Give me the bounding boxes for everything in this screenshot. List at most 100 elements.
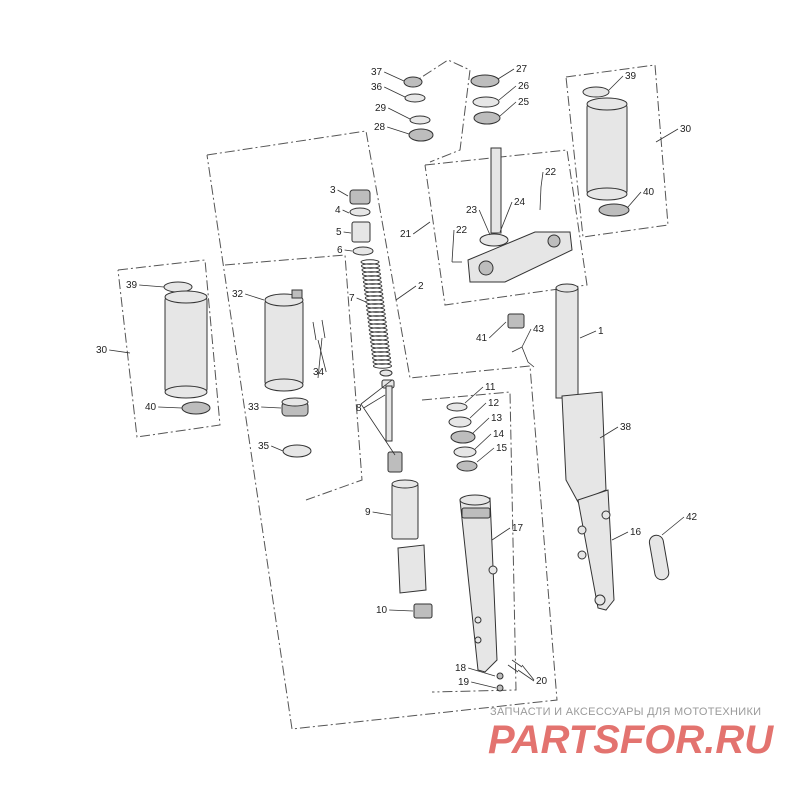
leader-c9	[372, 511, 392, 516]
leader-c33	[261, 406, 282, 409]
leader-c6	[344, 249, 353, 252]
reflector-42	[648, 534, 670, 581]
leader-c19	[471, 681, 497, 689]
lower-bracket-23	[467, 231, 573, 283]
leader-extra-0	[317, 337, 323, 379]
callout-c9: 9	[365, 507, 371, 518]
leader-c2	[395, 285, 417, 301]
leader-c5	[343, 231, 352, 234]
callout-c1: 1	[598, 326, 604, 337]
leader-c32	[245, 293, 265, 301]
group-outline-right-tube	[565, 64, 669, 238]
leader-c39a	[608, 75, 624, 91]
steering-stem-21	[490, 147, 502, 234]
bolt-19	[496, 684, 504, 692]
leader-c10	[389, 609, 414, 612]
leader-c12	[469, 402, 487, 419]
outer-tube-17-group	[459, 494, 523, 692]
spring-coil	[372, 363, 392, 369]
oil-seal-13	[450, 430, 476, 444]
washer-18	[496, 672, 504, 680]
callout-c13: 13	[491, 413, 503, 424]
washer-6	[352, 246, 374, 256]
bearing-28	[408, 128, 434, 142]
seal-29	[409, 115, 431, 125]
group-outline-spring	[224, 254, 363, 501]
leader-c22a	[540, 171, 544, 188]
callout-c24: 24	[514, 197, 526, 208]
group-outline-triple-clamp	[424, 149, 588, 306]
callout-c27: 27	[516, 64, 528, 75]
leader-c37	[384, 71, 405, 82]
leader-c21	[412, 221, 431, 235]
fork-tube-30-left	[164, 296, 208, 393]
callout-c20: 20	[536, 676, 548, 687]
leader-c40b	[158, 406, 183, 409]
leader-c40a	[627, 191, 642, 208]
callout-c32: 32	[232, 289, 244, 300]
group-outline-seals	[421, 391, 517, 693]
seal-26	[472, 96, 500, 108]
damper-rod-8	[385, 385, 393, 442]
ring-35	[282, 444, 312, 458]
callout-c19: 19	[458, 677, 470, 688]
inner-tube-9-lower	[397, 544, 427, 594]
left-fork-tube-group	[163, 281, 211, 415]
leader-c41	[488, 321, 507, 339]
washer-36	[404, 93, 426, 103]
callout-c39b: 39	[126, 280, 138, 291]
cover-tube-group	[264, 289, 326, 458]
bolt-20b	[511, 659, 523, 668]
callout-c15: 15	[496, 443, 508, 454]
bearing-25	[473, 111, 501, 125]
leader-c3	[337, 189, 349, 197]
watermark-tagline: ЗАПЧАСТИ И АКСЕССУАРЫ ДЛЯ МОТОТЕХНИКИ	[490, 706, 762, 718]
callout-c33: 33	[248, 402, 260, 413]
callout-c14: 14	[493, 429, 505, 440]
leader-extra-2	[360, 403, 396, 456]
callout-c30b: 30	[96, 345, 108, 356]
watermark-logo: PARTSFOR.RU	[488, 718, 774, 762]
leader-c16	[611, 531, 629, 541]
outer-leg-16	[577, 489, 615, 611]
inner-tube-9-upper	[391, 483, 419, 540]
leader-c18	[468, 667, 496, 677]
callout-c22b: 22	[456, 225, 468, 236]
callout-c36: 36	[371, 82, 383, 93]
cover-tube-32	[264, 299, 304, 386]
bush-41	[507, 313, 525, 329]
callout-c11: 11	[485, 382, 496, 393]
triple-clamp-group	[452, 147, 573, 283]
callout-c12: 12	[488, 398, 500, 409]
seal-40-left	[181, 401, 211, 415]
ring-11	[446, 402, 468, 412]
seal-39-right	[582, 86, 610, 98]
leader-lines	[109, 68, 685, 689]
spacer-5	[351, 221, 371, 243]
callout-c17: 17	[512, 523, 524, 534]
callout-c42: 42	[686, 512, 698, 523]
callout-c2: 2	[418, 281, 424, 292]
callout-c8: 8	[356, 403, 362, 414]
callout-c34: 34	[313, 367, 325, 378]
leader-c23	[478, 209, 491, 236]
cap-bolt-3	[349, 189, 371, 205]
bracket-43	[511, 346, 535, 368]
leader-c15	[476, 447, 495, 463]
right-fork-tube-group	[582, 86, 630, 217]
spring-7	[360, 259, 392, 369]
leader-c8	[363, 394, 386, 409]
callout-c28: 28	[374, 122, 386, 133]
seals-group	[446, 402, 478, 472]
leader-c26	[498, 85, 517, 101]
leader-c17	[491, 527, 511, 541]
leader-c39b	[139, 284, 165, 288]
callout-c41: 41	[476, 333, 488, 344]
leader-c34	[317, 339, 327, 373]
callout-c40b: 40	[145, 402, 157, 413]
o-ring-4	[349, 207, 371, 217]
callout-c43: 43	[533, 324, 545, 335]
leader-c20	[517, 669, 535, 682]
